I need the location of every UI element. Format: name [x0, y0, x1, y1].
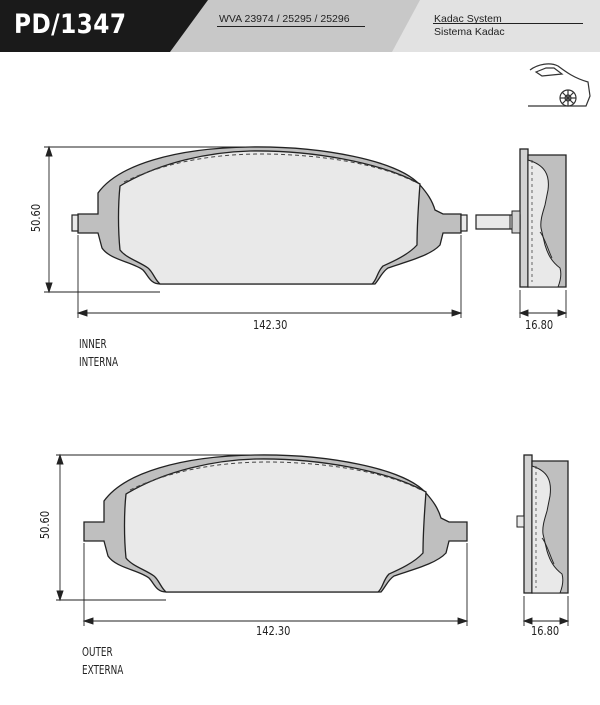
inner-width-value: 142.30	[253, 318, 288, 332]
system-name: Kadac System	[434, 13, 502, 25]
inner-label-es: INTERNA	[79, 355, 119, 369]
outer-height-value: 50.60	[38, 510, 52, 540]
system-divider	[433, 23, 583, 24]
inner-height-value: 50.60	[29, 203, 43, 233]
inner-pad-front-view	[71, 146, 468, 285]
wva-numbers: WVA 23974 / 25295 / 25296	[219, 13, 350, 25]
inner-right-tab	[460, 214, 468, 232]
outer-label-es: EXTERNA	[82, 663, 124, 677]
outer-label-en: OUTER	[82, 645, 113, 659]
outer-thickness-dimension	[522, 596, 570, 626]
outer-width-value: 142.30	[256, 624, 291, 638]
outer-height-dimension	[56, 453, 256, 602]
inner-height-dimension	[44, 145, 250, 294]
inner-width-dimension	[76, 235, 463, 318]
inner-left-tab	[71, 214, 79, 232]
outer-pad-side-view	[516, 454, 569, 594]
system-name-es: Sistema Kadac	[434, 26, 505, 38]
inner-pad-side-view	[475, 148, 567, 288]
car-side-icon	[528, 63, 591, 107]
outer-pad-front-view	[83, 454, 468, 593]
inner-thickness-dimension	[518, 290, 568, 318]
wva-underline	[217, 26, 365, 27]
inner-label-en: INNER	[79, 337, 107, 351]
header-bar: PD/1347 WVA 23974 / 25295 / 25296 Kadac …	[0, 0, 600, 52]
part-code: PD/1347	[14, 9, 127, 40]
outer-width-dimension	[82, 543, 469, 626]
header-background	[0, 0, 600, 52]
outer-thickness-value: 16.80	[531, 624, 560, 638]
inner-thickness-value: 16.80	[525, 318, 554, 332]
